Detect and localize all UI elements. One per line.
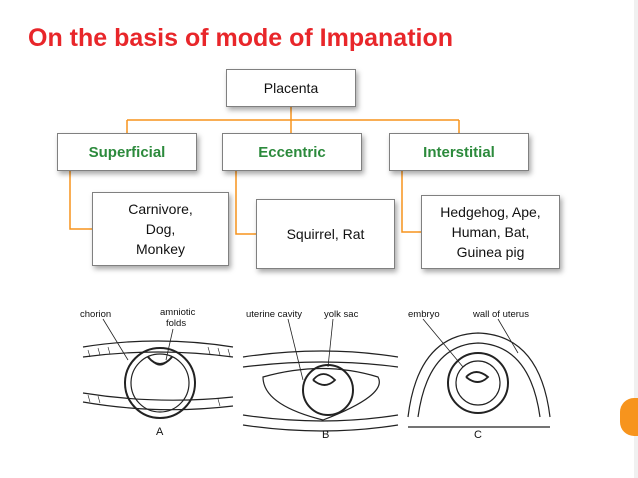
slide-accent-tab [620,398,638,436]
example-text: Monkey [135,241,186,257]
panel-a-letter: A [156,426,164,438]
placenta-node: Placenta [226,69,356,107]
eccentric-node: Eccentric [222,133,362,171]
wall-of-uterus-label: wall of uterus [472,309,529,320]
elbow-superficial [69,171,92,230]
panel-c-letter: C [474,429,482,440]
example-text: Human, Bat, [451,224,530,240]
implantation-figure: chorion amniotic folds uterine cavity yo… [80,307,551,440]
elbow-eccentric [235,171,256,235]
yolk-sac-label: yolk sac [324,309,359,320]
panel-b-letter: B [322,429,329,440]
example-text: Hedgehog, Ape, [440,204,541,220]
slide-title: On the basis of mode of Impanation [28,24,454,52]
uterine-cavity-label: uterine cavity [246,309,302,320]
example-text: Carnivore, [128,201,193,217]
slide-edge [634,0,638,478]
example-text: Squirrel, Rat [286,226,365,242]
example-text: Dog, [145,221,176,237]
chorion-label: chorion [80,309,111,320]
panel-a-drawing [82,340,234,419]
amniotic-label: amniotic [160,307,196,318]
superficial-examples: Carnivore, Dog, Monkey [92,192,229,266]
example-text: Guinea pig [456,244,525,260]
interstitial-node: Interstitial [389,133,529,171]
folds-label: folds [166,318,186,329]
eccentric-examples: Squirrel, Rat [256,199,395,269]
embryo-label: embryo [408,309,440,320]
interstitial-examples: Hedgehog, Ape, Human, Bat, Guinea pig [421,195,560,269]
superficial-node: Superficial [57,133,197,171]
panel-b-drawing [242,350,399,432]
elbow-interstitial [401,171,421,233]
panel-c-drawing [407,332,551,428]
